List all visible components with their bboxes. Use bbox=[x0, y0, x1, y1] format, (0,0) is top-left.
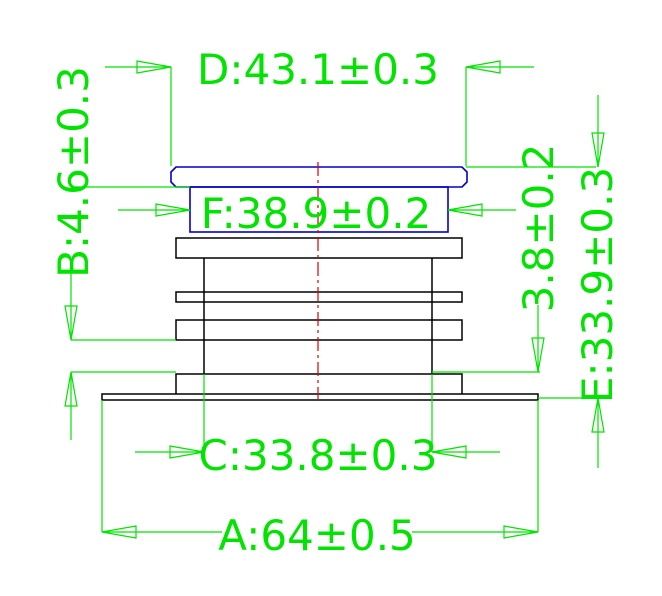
arrow-f-right bbox=[447, 203, 483, 217]
dimension-arrows bbox=[64, 60, 605, 539]
label-d: D:43.1±0.3 bbox=[197, 45, 439, 94]
fin-1 bbox=[175, 237, 463, 259]
label-a: A:64±0.5 bbox=[218, 511, 416, 560]
arrow-b bbox=[64, 305, 78, 341]
arrow-c-right bbox=[431, 445, 467, 459]
label-g: 3.8±0.2 bbox=[514, 144, 563, 313]
dimension-lines bbox=[70, 66, 612, 533]
fin-2 bbox=[175, 291, 463, 303]
part-outline bbox=[101, 237, 539, 401]
base-flange bbox=[101, 393, 539, 401]
fin-3 bbox=[175, 319, 463, 341]
arrow-e-bottom bbox=[591, 397, 605, 433]
label-f: F:38.9±0.2 bbox=[201, 189, 432, 238]
arrow-a-right bbox=[503, 525, 539, 539]
arrow-g bbox=[531, 337, 545, 373]
arrow-d-left bbox=[136, 60, 172, 74]
arrow-d-right bbox=[465, 60, 501, 74]
arrow-c-left bbox=[169, 445, 205, 459]
cap-top bbox=[170, 166, 468, 188]
arrow-a-left bbox=[101, 525, 137, 539]
label-e: E:33.9±0.3 bbox=[573, 167, 622, 403]
arrow-base-left bbox=[64, 371, 78, 407]
label-b: B:4.6±0.3 bbox=[49, 66, 98, 278]
arrow-f-left bbox=[155, 203, 191, 217]
base-step bbox=[175, 373, 463, 394]
dimension-labels: D:43.1±0.3 F:38.9±0.2 C:33.8±0.3 A:64±0.… bbox=[49, 45, 622, 560]
label-c: C:33.8±0.3 bbox=[199, 431, 438, 480]
arrow-e-top bbox=[591, 132, 605, 168]
